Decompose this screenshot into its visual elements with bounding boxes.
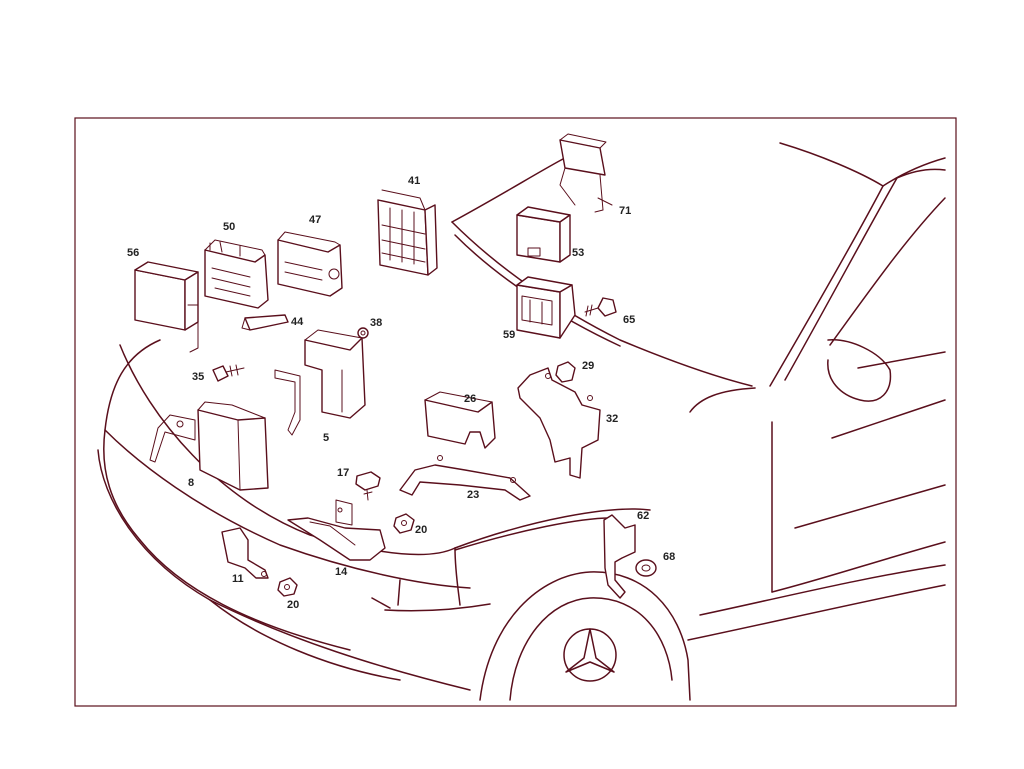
callout-59: 59 xyxy=(503,329,515,341)
callout-20-upper: 20 xyxy=(415,524,427,536)
part-20-nut-b[interactable] xyxy=(277,577,298,597)
part-44-clip[interactable] xyxy=(241,314,289,331)
part-53-relay[interactable] xyxy=(516,206,571,263)
part-20-nut-a[interactable] xyxy=(393,513,415,534)
callout-32: 32 xyxy=(606,413,618,425)
callout-50: 50 xyxy=(223,221,235,233)
callout-14: 14 xyxy=(335,566,348,578)
part-11-bracket[interactable] xyxy=(221,527,269,579)
part-65-screw[interactable] xyxy=(584,297,617,317)
part-71-relay[interactable] xyxy=(559,133,613,213)
part-47-module[interactable] xyxy=(277,231,343,297)
part-38-washer[interactable] xyxy=(357,327,369,339)
callout-35: 35 xyxy=(192,371,204,383)
part-5-bracket[interactable] xyxy=(274,329,366,436)
part-59-relay-socket[interactable] xyxy=(516,276,576,339)
callout-11: 11 xyxy=(232,573,244,585)
callout-17: 17 xyxy=(337,467,349,479)
vehicle-outline xyxy=(97,142,946,701)
part-8-bracket[interactable] xyxy=(149,401,269,491)
part-14-bracket[interactable] xyxy=(287,499,386,561)
callout-56: 56 xyxy=(127,247,139,259)
part-68-grommet[interactable] xyxy=(635,559,657,577)
callout-26: 26 xyxy=(464,393,476,405)
part-50-module[interactable] xyxy=(204,239,269,309)
diagram-frame xyxy=(74,117,957,707)
part-26-cover[interactable] xyxy=(424,391,496,449)
callout-20-lower: 20 xyxy=(287,599,299,611)
callout-44: 44 xyxy=(291,316,304,328)
part-41-fuse-box[interactable] xyxy=(377,189,438,276)
callout-62: 62 xyxy=(637,510,649,522)
part-23-bracket[interactable] xyxy=(399,455,531,501)
callout-labels: 56 50 47 41 71 53 65 59 44 38 35 5 8 26 … xyxy=(127,175,675,611)
callout-71: 71 xyxy=(619,205,631,217)
callout-29: 29 xyxy=(582,360,594,372)
part-56-control-module[interactable] xyxy=(134,261,199,353)
callout-38: 38 xyxy=(370,317,382,329)
part-29-nut[interactable] xyxy=(555,361,576,383)
callout-65: 65 xyxy=(623,314,635,326)
part-17-bolt[interactable] xyxy=(355,471,381,501)
callout-41: 41 xyxy=(408,175,420,187)
callout-5: 5 xyxy=(323,432,329,444)
callout-23: 23 xyxy=(467,489,479,501)
part-35-screw[interactable] xyxy=(212,364,245,382)
part-32-plate[interactable] xyxy=(517,367,601,479)
callout-53: 53 xyxy=(572,247,584,259)
callout-68: 68 xyxy=(663,551,675,563)
callout-8: 8 xyxy=(188,477,194,489)
part-62-bracket[interactable] xyxy=(603,514,636,599)
callout-47: 47 xyxy=(309,214,321,226)
